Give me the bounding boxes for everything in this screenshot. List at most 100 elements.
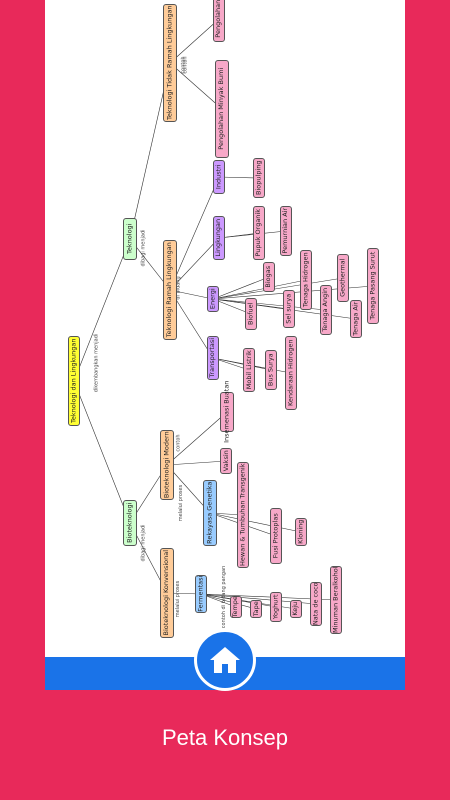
node-biomodern: Bioteknologi Modern (160, 430, 174, 500)
node-label: Teknologi Ramah Lingkungan (165, 242, 174, 338)
node-label: Pengolahan Minyak Bumi (217, 68, 226, 150)
edge-biomodern-insulin (166, 411, 228, 466)
edge-energi-biofuel (212, 298, 252, 315)
node-label: Tempe (231, 596, 240, 618)
node-hidrogen: Tenaga Hidrogen (300, 250, 312, 310)
edge-biomodern-rekayasa (166, 464, 211, 514)
edge-label: contoh di bidang pangan (221, 565, 228, 629)
node-label: Bus Surya (266, 353, 275, 387)
node-tektidak: Teknologi Tidak Ramah Lingkungan (163, 4, 177, 122)
node-label: Bioteknologi Modern (162, 431, 171, 499)
edge-energi-geothermal (212, 277, 344, 300)
node-label: Tape (251, 601, 260, 617)
node-label: Hewan & Tumbuhan Transgenik (238, 463, 247, 567)
edge-label: dikembangkan menjadi (93, 333, 100, 393)
edge-label: contoh (175, 434, 182, 452)
node-tekramah: Teknologi Ramah Lingkungan (163, 240, 177, 340)
edge-industri-biopulping (218, 176, 260, 179)
node-biopulping: Biopulping (253, 158, 265, 198)
concept-map: dibagi menjadi dibagi menjadi melalui pros… (45, 0, 405, 660)
edge-label: dibagi menjadi (140, 229, 147, 267)
node-minuman: Minuman Beralkohol (330, 566, 342, 634)
node-label: Sel surya (284, 293, 293, 325)
edge-label: melalui proses (178, 484, 185, 522)
node-label: Kendaraan Hidrogen (286, 339, 295, 407)
node-label: Minuman Beralkohol (331, 566, 340, 634)
edge-tekramah-industri (169, 176, 220, 291)
node-pengolahan: Pengolahan (213, 0, 225, 42)
edge-tekramah-lingkungan (169, 237, 220, 291)
node-label: Energi (208, 288, 217, 310)
node-tempe: Tempe (230, 596, 242, 618)
node-mobil: Mobil Listrik (243, 348, 255, 392)
node-label: Bioteknologi (125, 502, 134, 544)
edge-tektidak-pengolahan (169, 18, 220, 64)
node-label: Kloning (296, 519, 305, 545)
node-yoghurt: Yoghurt (270, 592, 282, 622)
edge-energi-biogas (212, 276, 270, 300)
node-air: Tenaga Air (350, 300, 362, 338)
node-geothermal: Geothermal (337, 254, 349, 302)
node-hewan: Hewan & Tumbuhan Transgenik (237, 462, 249, 568)
node-label: Transportasi (208, 338, 217, 378)
node-biogas: Biogas (263, 262, 275, 292)
edge-label: dibagi menjadi (140, 524, 147, 562)
node-vaksin: Vaksin (220, 448, 232, 474)
app-screen: dibagi menjadi dibagi menjadi melalui pros… (45, 0, 405, 690)
node-label: Geothermal (338, 258, 347, 298)
home-icon (210, 647, 240, 673)
node-angin: Tenaga Angin (320, 285, 332, 335)
node-nata: Nata de coco (310, 582, 322, 626)
node-label: Fermentasi (196, 575, 205, 613)
node-rekayasa: Rekayasa Genetika (203, 480, 217, 546)
node-selsurya: Sel surya (283, 290, 295, 328)
node-label: Pemurnian Air (281, 208, 290, 254)
node-label: Pengolahan (214, 0, 223, 38)
node-minyak: Pengolahan Minyak Bumi (215, 60, 229, 158)
node-label: Fusi Protoplas (271, 513, 280, 559)
edge-tekramah-energi (169, 289, 214, 300)
node-label: Biofuel (246, 302, 255, 326)
node-label: Keju (291, 602, 300, 616)
node-root: Teknologi dan Lingkungan (68, 336, 80, 426)
node-label: Teknologi Tidak Ramah Lingkungan (165, 5, 174, 121)
node-label: Yoghurt (271, 594, 280, 620)
node-label: Vaksin (221, 450, 230, 472)
node-kloning: Kloning (295, 518, 307, 546)
node-tape: Tape (250, 600, 262, 618)
node-label: Tenaga Pasang Surut (368, 251, 377, 321)
node-label: Pupuk Organik (254, 209, 263, 257)
node-teknologi: Teknologi (123, 218, 137, 260)
home-button[interactable] (194, 629, 256, 691)
node-biokonv: Bioteknologi Konvensional (160, 548, 174, 638)
node-transportasi: Transportasi (207, 336, 219, 380)
edge-label: melalui proses (175, 580, 182, 618)
edge-fermentasi-tape (200, 593, 257, 610)
node-label: Biopulping (254, 160, 263, 196)
edge-biomodern-vaksin (166, 460, 227, 466)
edge-lingkungan-pemurnian (218, 230, 287, 239)
node-lingkungan: Lingkungan (213, 216, 225, 260)
node-label: Teknologi (125, 223, 134, 255)
node-pupuk: Pupuk Organik (253, 206, 265, 260)
node-bioteknologi: Bioteknologi (123, 500, 137, 546)
edge-root-teknologi (73, 238, 131, 382)
node-keju: Keju (290, 600, 302, 618)
edge-energi-hidrogen (212, 279, 307, 300)
edge-root-bioteknologi (73, 380, 131, 524)
node-bus: Bus Surya (265, 350, 277, 390)
node-label: Nata de coco (311, 582, 320, 626)
node-fusi: Fusi Protoplas (270, 508, 282, 564)
node-fermentasi: Fermentasi (195, 575, 207, 613)
node-industri: Industri (213, 160, 225, 194)
edge-tekramah-transportasi (169, 289, 214, 359)
node-label: Tenaga Hidrogen (301, 252, 310, 308)
node-label: Industri (214, 164, 223, 190)
node-biofuel: Biofuel (245, 298, 257, 330)
node-label: Tenaga Air (351, 301, 360, 337)
node-label: Bioteknologi Konvensional (162, 550, 171, 636)
node-label: Mobil Listrik (244, 350, 253, 390)
node-label: Insemenasi Buatan (222, 380, 231, 444)
node-label: Biogas (264, 266, 273, 288)
node-insulin: Insemenasi Buatan (220, 381, 234, 443)
